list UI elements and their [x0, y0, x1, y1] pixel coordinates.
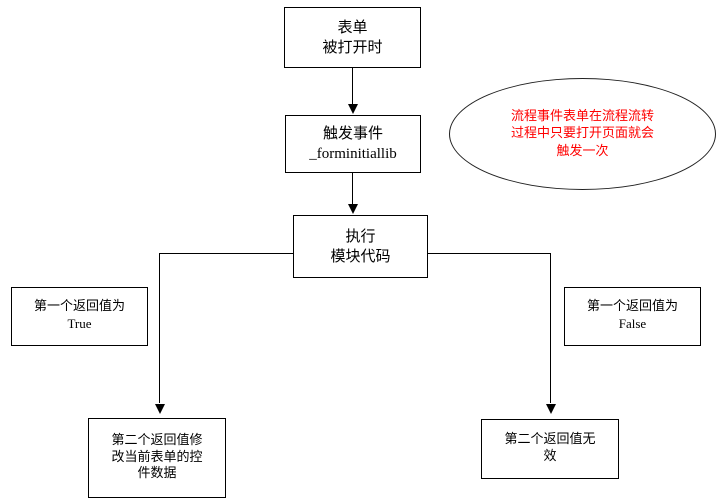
connector-execute-right-horizontal [428, 253, 551, 254]
node-return-false-line1: 第一个返回值为 [586, 299, 678, 315]
node-trigger-event-label: 触发事件 _forminitiallib [286, 124, 420, 164]
node-return-true-line2: True [67, 316, 92, 331]
note-ellipse[interactable]: 流程事件表单在流程流转 过程中只要打开页面就会 触发一次 [449, 78, 716, 190]
node-second-invalid[interactable]: 第二个返回值无 效 [481, 419, 619, 479]
note-ellipse-label: 流程事件表单在流程流转 过程中只要打开页面就会 触发一次 [510, 109, 654, 159]
arrowhead-to-modify-controls [155, 404, 165, 414]
node-form-open-label: 表单 被打开时 [322, 18, 383, 56]
node-return-false-line2: False [618, 316, 647, 331]
node-trigger-event-line2: _forminitiallib [309, 145, 397, 162]
arrowhead-to-second-invalid [546, 404, 556, 414]
connector-form-open-to-trigger [352, 68, 353, 106]
connector-execute-left-vertical [159, 253, 160, 403]
connector-execute-right-vertical [550, 253, 551, 403]
node-trigger-event-line1: 触发事件 [322, 124, 383, 142]
node-modify-controls[interactable]: 第二个返回值修 改当前表单的控 件数据 [88, 418, 226, 498]
arrowhead-to-trigger [348, 104, 358, 114]
connector-execute-left-horizontal [159, 253, 294, 254]
arrowhead-to-execute [348, 204, 358, 214]
node-modify-controls-label: 第二个返回值修 改当前表单的控 件数据 [111, 432, 203, 482]
node-execute-module-label: 执行 模块代码 [330, 227, 391, 265]
node-form-open[interactable]: 表单 被打开时 [284, 7, 421, 68]
node-trigger-event[interactable]: 触发事件 _forminitiallib [285, 115, 421, 173]
node-second-invalid-label: 第二个返回值无 效 [504, 432, 596, 464]
node-return-true-line1: 第一个返回值为 [33, 299, 125, 315]
node-execute-module[interactable]: 执行 模块代码 [293, 215, 428, 278]
connector-trigger-to-execute [352, 173, 353, 206]
